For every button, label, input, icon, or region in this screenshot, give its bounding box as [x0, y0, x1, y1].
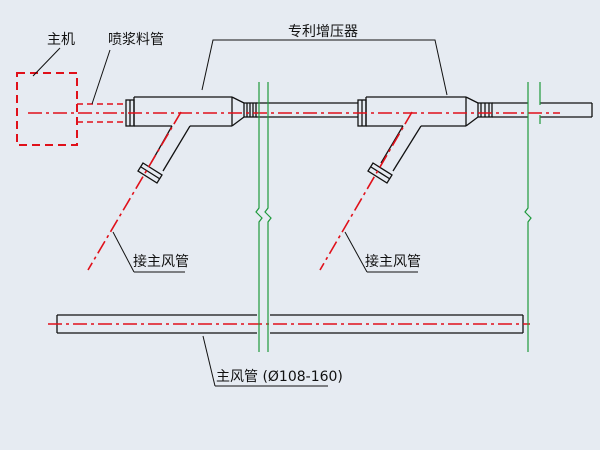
main-air-pipe [56, 314, 524, 334]
leader-lines [32, 39, 448, 387]
spray-material-pipe [77, 103, 126, 123]
upper-pipe [256, 102, 593, 118]
label-host: 主机 [47, 32, 75, 48]
label-spray-pipe: 喷浆料管 [108, 32, 164, 48]
host-machine-box [16, 72, 78, 146]
label-connect-main-air-right: 接主风管 [365, 253, 421, 270]
booster-left [125, 96, 257, 184]
break-lines [255, 82, 541, 352]
label-main-air-pipe: 主风管 (Ø108-160) [216, 369, 343, 385]
centerlines [28, 111, 560, 325]
label-booster: 专利增压器 [288, 24, 358, 40]
booster-right [357, 96, 493, 184]
label-connect-main-air-left: 接主风管 [133, 253, 189, 270]
